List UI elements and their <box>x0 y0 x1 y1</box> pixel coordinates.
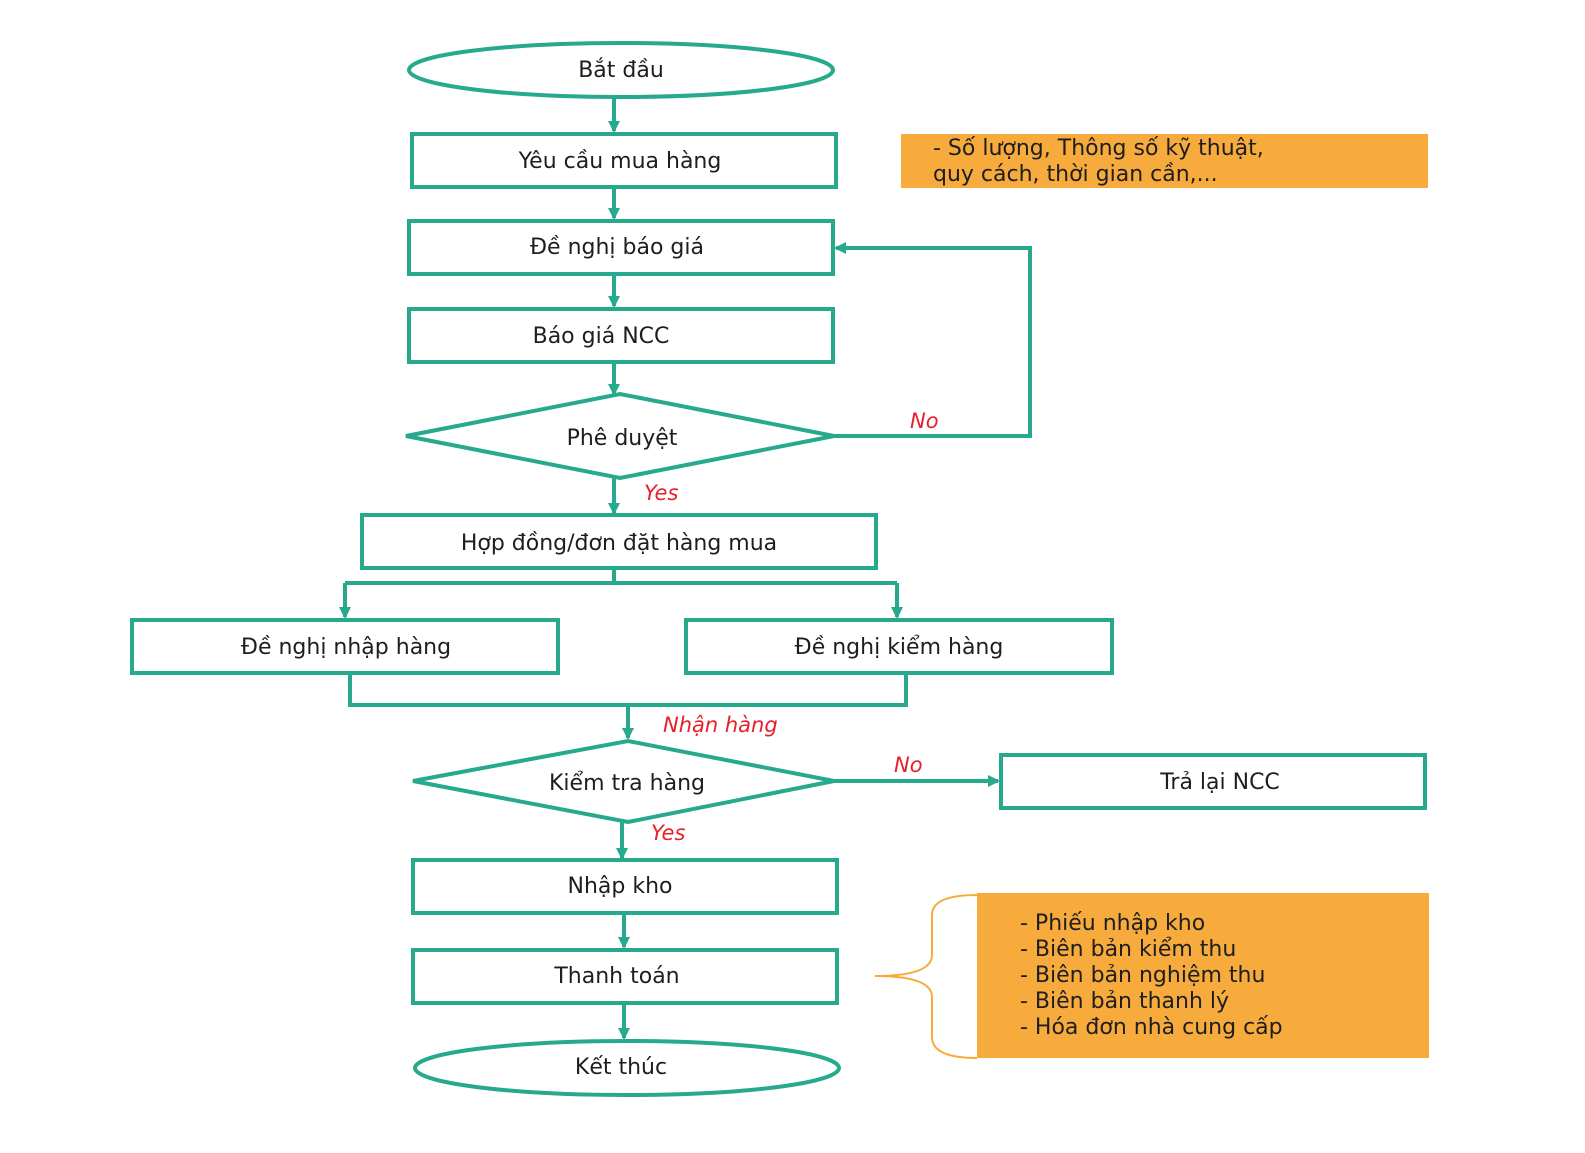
documents-brace <box>874 894 978 1059</box>
start-terminal <box>407 41 835 99</box>
edge-merge-bar <box>348 673 908 707</box>
document-item: - Biên bản kiểm thu <box>1020 937 1236 962</box>
connectors <box>339 97 1032 1040</box>
return-supplier-label: Trả lại NCC <box>1159 770 1280 795</box>
start-label: Bắt đầu <box>578 58 664 83</box>
inspection-request-box <box>684 618 1114 675</box>
shapes <box>130 41 1427 1097</box>
request-details-note <box>901 134 1428 188</box>
edge-approval-no-loop <box>816 242 1032 438</box>
end-label: Kết thúc <box>575 1055 667 1080</box>
request-details-line: - Số lượng, Thông số kỹ thuật, <box>933 136 1264 161</box>
purchase-order-box <box>360 513 878 570</box>
inspection-request-label: Đề nghị kiểm hàng <box>795 635 1004 660</box>
document-item: - Biên bản thanh lý <box>1020 989 1229 1014</box>
approval-yes-label: Yes <box>644 481 678 505</box>
purchase-request-label: Yêu cầu mua hàng <box>518 149 722 174</box>
documents-text: - Phiếu nhập kho - Biên bản kiểm thu - B… <box>1020 911 1283 1040</box>
inspect-goods-decision <box>412 738 835 825</box>
document-item: - Biên bản nghiệm thu <box>1020 963 1265 988</box>
approval-decision <box>405 391 835 481</box>
documents-note <box>977 893 1429 1058</box>
request-details-text: - Số lượng, Thông số kỹ thuật, quy cách,… <box>933 136 1264 187</box>
supplier-quote-box <box>407 307 835 364</box>
receipt-request-label: Đề nghị nhập hàng <box>241 635 451 660</box>
payment-label: Thanh toán <box>553 964 679 989</box>
warehouse-entry-box <box>411 858 839 915</box>
document-item: - Phiếu nhập kho <box>1020 911 1205 936</box>
purchase-request-box <box>410 132 838 189</box>
payment-box <box>411 948 839 1005</box>
purchase-order-label: Hợp đồng/đơn đặt hàng mua <box>461 531 777 556</box>
receipt-request-box <box>130 618 560 675</box>
approval-no-label: No <box>910 409 939 433</box>
warehouse-entry-label: Nhập kho <box>568 874 673 899</box>
quote-request-label: Đề nghị báo giá <box>530 235 704 260</box>
supplier-quote-label: Báo giá NCC <box>533 324 670 349</box>
receive-goods-label: Nhận hàng <box>663 713 778 737</box>
inspect-yes-label: Yes <box>651 821 685 845</box>
return-supplier-box <box>999 753 1427 810</box>
inspect-no-label: No <box>894 753 923 777</box>
approval-label: Phê duyệt <box>567 426 678 451</box>
inspect-goods-label: Kiểm tra hàng <box>549 771 705 796</box>
request-details-line: quy cách, thời gian cần,... <box>933 162 1218 187</box>
edge-labels: No Yes Nhận hàng No Yes <box>644 409 939 845</box>
quote-request-box <box>407 219 835 276</box>
end-terminal <box>413 1039 841 1097</box>
node-labels: Bắt đầu Yêu cầu mua hàng Đề nghị báo giá… <box>241 58 1280 1080</box>
document-item: - Hóa đơn nhà cung cấp <box>1020 1015 1283 1040</box>
